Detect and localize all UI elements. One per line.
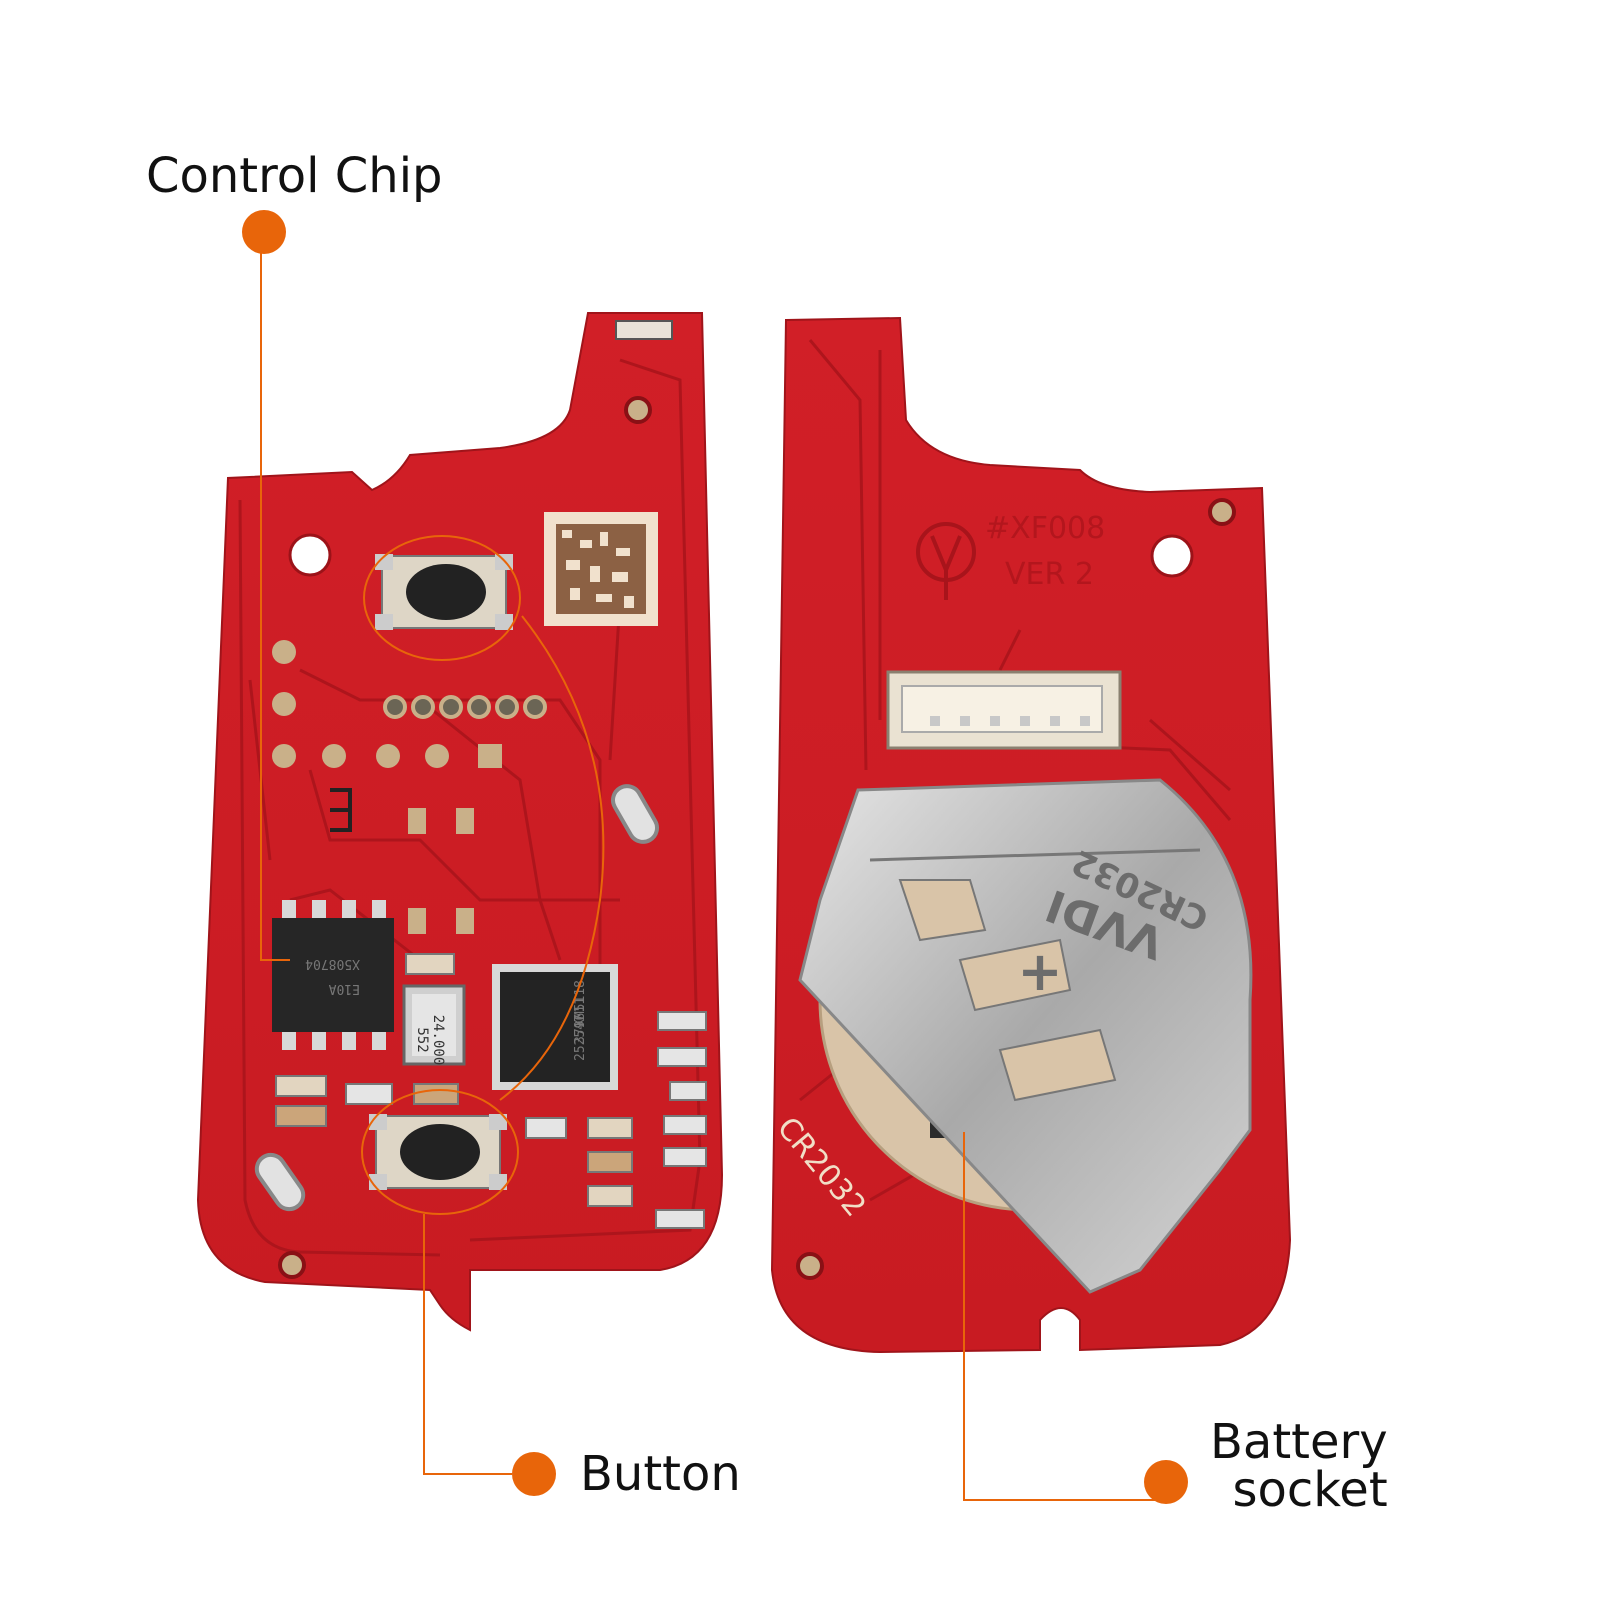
button-marker <box>512 1452 556 1496</box>
front-slot-2 <box>254 1152 306 1212</box>
passive-components <box>275 1011 707 1229</box>
test-pads <box>272 640 502 934</box>
front-slot-1 <box>611 784 659 844</box>
board-model-text: #XF008 <box>985 511 1105 546</box>
led <box>615 320 673 340</box>
mcu-chip: XM5118 379611 252547 <box>492 964 618 1090</box>
mcu-text-3: 252547 <box>573 1014 588 1061</box>
back-mount-hole <box>1150 534 1194 578</box>
crystal-text-1: 24.000 <box>430 1015 446 1066</box>
button-label: Button <box>580 1446 741 1502</box>
manufacturer-logo <box>916 522 976 600</box>
callout-lines <box>260 252 1156 1501</box>
battery-socket-label: Battery socket <box>1210 1418 1388 1514</box>
front-mount-hole-1 <box>288 533 332 577</box>
battery-socket-label-line1: Battery <box>1210 1414 1388 1470</box>
battery-connector-header <box>886 670 1122 750</box>
back-via-pad-1 <box>1208 498 1236 526</box>
control-chip-label: Control Chip <box>146 148 443 204</box>
front-pcb: X508704 E10A 24.000 552 XM5118 379611 25… <box>196 312 724 1332</box>
smd-cap-1 <box>405 953 455 975</box>
qr-sticker <box>544 512 658 626</box>
eeprom-text-1: X508704 <box>305 956 360 971</box>
programming-header-pads <box>383 695 547 719</box>
back-via-pad-2 <box>796 1252 824 1280</box>
crystal-oscillator: 24.000 552 <box>402 984 466 1066</box>
clip-plus-text: + <box>1017 940 1062 1003</box>
back-pcb: #XF008 VER 2 <box>770 316 1292 1354</box>
mcu-text-2: 379611 <box>573 997 588 1044</box>
battery-clip: VVDI CR2032 + <box>798 778 1253 1294</box>
front-via-pad-1 <box>624 396 652 424</box>
eeprom-text-2: E10A <box>329 981 360 996</box>
front-via-pad-2 <box>278 1251 306 1279</box>
silkscreen-mark <box>330 788 352 832</box>
battery-socket-marker <box>1144 1460 1188 1504</box>
top-tactile-button[interactable] <box>375 554 513 630</box>
battery-socket-label-line2: socket <box>1232 1462 1388 1518</box>
bottom-tactile-button[interactable] <box>369 1114 507 1190</box>
control-chip-marker <box>242 210 286 254</box>
board-version-text: VER 2 <box>1005 557 1094 592</box>
crystal-text-2: 552 <box>414 1027 430 1052</box>
eeprom-chip: X508704 E10A <box>272 900 394 1050</box>
